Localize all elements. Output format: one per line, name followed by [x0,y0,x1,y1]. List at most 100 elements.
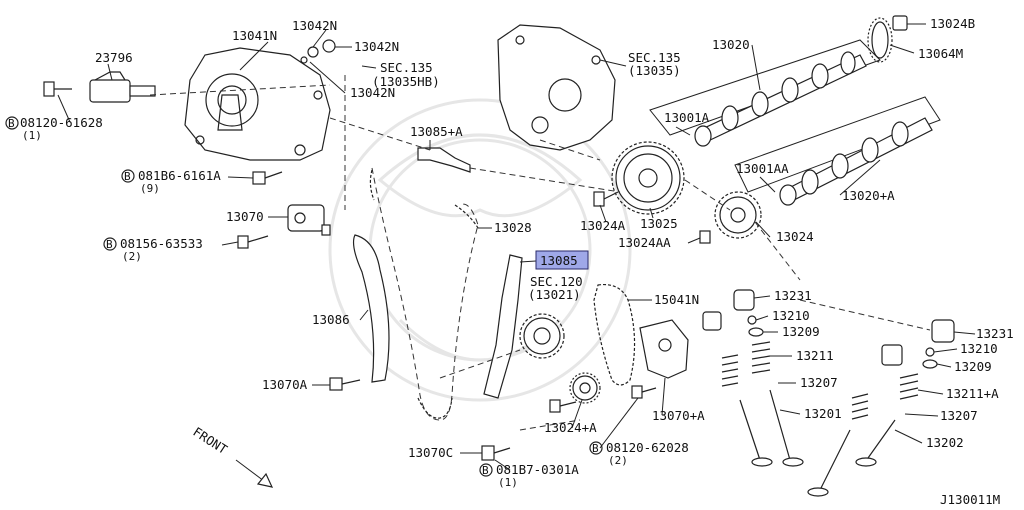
label-sec135-top-ref: (13035HB) [372,74,440,89]
label-13028: 13028 [494,220,532,235]
label-13024Aplus: 13024+A [544,420,597,435]
alignment-lines [149,75,931,431]
label-13064M: 13064M [918,46,963,61]
label-08156-63533: 08156-63533 [120,236,203,251]
bolt-081B6-6161A [252,171,283,185]
pivot-bolt-13070A [329,377,361,391]
label-sec135-top: SEC.135 [380,60,433,75]
chain-guide-13085 [483,254,523,399]
bolt-13024Aplus [549,399,577,413]
label-13001A: 13001A [664,110,710,125]
label-08120-62028: 08120-62028 [606,440,689,455]
oil-pump-tensioner-13070Aplus [639,319,689,379]
label-13041N: 13041N [232,28,277,43]
bolt-08120-62028 [631,385,657,399]
label-13070A: 13070A [262,377,308,392]
label-081B7-0301A: 081B7-0301A [496,462,579,477]
label-13202: 13202 [926,435,964,450]
valve-train-group-b [807,319,955,497]
front-label: FRONT [190,424,230,457]
label-13201: 13201 [804,406,842,421]
label-08120-62028-qty: (2) [608,454,628,467]
cam-sprocket-13024 [714,191,762,239]
label-081B6-6161A: 081B6-6161A [138,168,221,183]
bolt-13024B [892,15,908,31]
bolt-13070C [481,445,511,461]
valve-train-group-a [702,289,804,467]
bolt-08156-63533-callout: B 08156-63533 (2) [103,236,203,263]
timing-cover-sec135 [497,24,616,151]
label-13207-a: 13207 [800,375,838,390]
label-13211A: 13211+A [946,386,999,401]
label-13210-b: 13210 [960,341,998,356]
label-23796: 23796 [95,50,133,65]
vtc-sprocket-13025 [611,141,685,215]
label-081B6-6161A-qty: (9) [140,182,160,195]
signal-plate-13064M [867,17,893,63]
vtc-solenoid-23796 [89,63,156,103]
front-cover-13041N [184,47,331,161]
label-13025: 13025 [640,216,678,231]
svg-text:B: B [592,442,599,455]
label-13042N-c: 13042N [350,85,395,100]
camshaft-13020A [779,117,933,206]
bolt-081B7-0301A-callout: B 081B7-0301A (1) [479,462,579,489]
oil-pump-sprocket [569,372,601,404]
bolt-13024AA [699,230,711,244]
chain-guide-13085A [417,147,471,173]
reference-code: J130011M [940,492,1000,507]
label-13207-b: 13207 [940,408,978,423]
label-13024AA: 13024AA [618,235,671,250]
label-sec135-mid-ref: (13035) [628,63,681,78]
label-13070: 13070 [226,209,264,224]
label-13085A: 13085+A [410,124,463,139]
label-13211: 13211 [796,348,834,363]
svg-text:B: B [482,464,489,477]
label-08120-61628: 08120-61628 [20,115,103,130]
timing-chain-13028 [369,167,479,421]
label-13042N-a: 13042N [292,18,337,33]
label-sec135-mid: SEC.135 [628,50,681,65]
valve-lifter-13231 [733,289,755,311]
svg-text:B: B [124,170,131,183]
label-13024B: 13024B [930,16,975,31]
highlighted-part-box [535,250,589,270]
bolt-08156-63533 [237,235,269,249]
seal-rings-13042N [300,39,336,64]
label-08120-61628-qty: (1) [22,129,42,142]
bolt-13024A [593,191,619,207]
crank-sprocket-sec120 [519,313,565,359]
label-13001AA: 13001AA [736,161,789,176]
label-sec120: SEC.120 [530,274,583,289]
label-081B7-0301A-qty: (1) [498,476,518,489]
label-13042N-b: 13042N [354,39,399,54]
bolt-08120-61628-callout: B 08120-61628 (1) [5,115,103,142]
bolt-081B6-6161A-callout: B 081B6-6161A (9) [121,168,221,195]
label-13209-a: 13209 [782,324,820,339]
bolt-08120-62028-callout: B 08120-62028 (2) [589,440,689,467]
label-13020A: 13020+A [842,188,895,203]
label-13024A: 13024A [580,218,626,233]
front-arrow-icon [235,459,274,488]
label-13070Aplus: 13070+A [652,408,705,423]
svg-text:B: B [106,238,113,251]
oil-pump-chain-15041N [593,283,636,386]
camshaft-13020 [694,51,867,147]
svg-text:B: B [8,117,15,130]
label-13209-b: 13209 [954,359,992,374]
label-15041N: 15041N [654,292,699,307]
label-13231-a: 13231 [774,288,812,303]
camshaft-bracket-frame [649,39,941,193]
label-sec120-ref: (13021) [528,287,581,302]
label-13231-b: 13231 [976,326,1014,341]
label-13070C: 13070C [408,445,453,460]
label-13085: 13085 [540,253,578,268]
label-08156-63533-qty: (2) [122,250,142,263]
tensioner-arm-13086 [352,234,390,383]
leader-lines [57,23,976,471]
label-13086: 13086 [312,312,350,327]
label-13024: 13024 [776,229,814,244]
label-13210-a: 13210 [772,308,810,323]
